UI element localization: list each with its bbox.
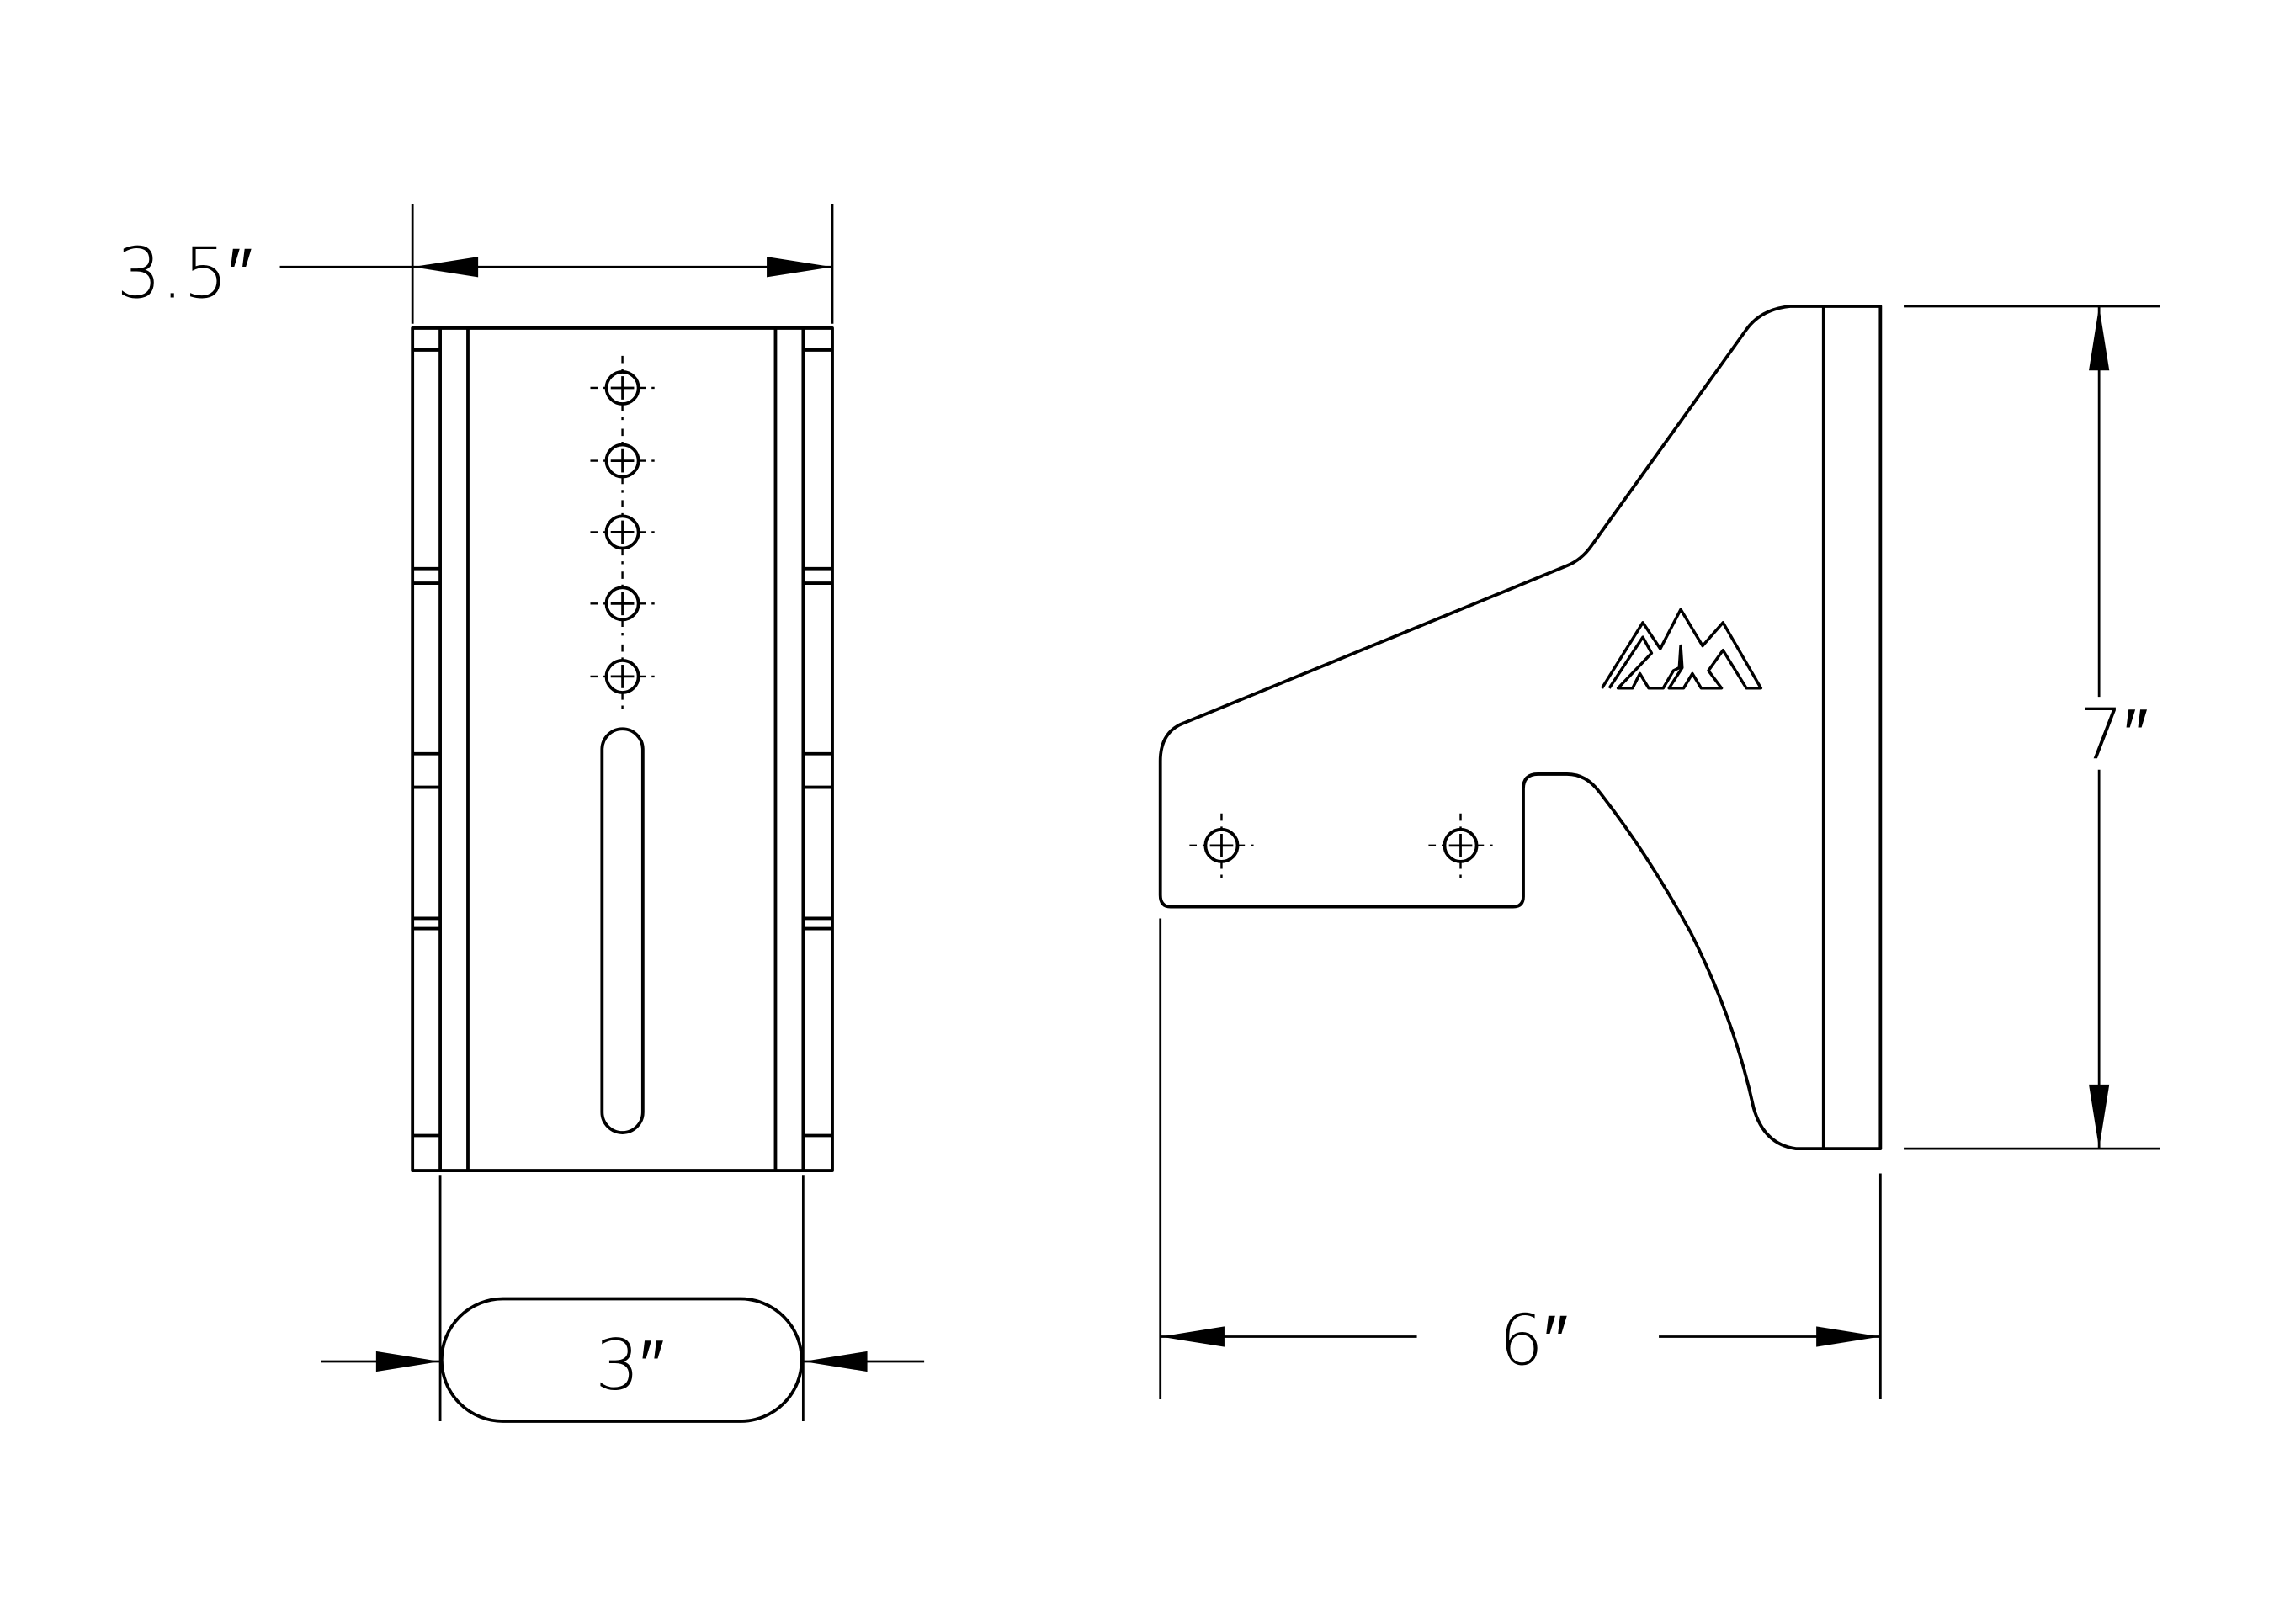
side-holes	[1189, 813, 1493, 878]
hole	[1428, 813, 1493, 878]
side-view	[1158, 305, 1883, 1151]
dimension-front-width: 3.5″	[117, 204, 834, 324]
adjustment-slot	[600, 727, 645, 1134]
hole	[590, 644, 655, 709]
dimension-label: 6″	[1499, 1299, 1568, 1381]
side-outline	[1158, 305, 1883, 1151]
dimension-label: 7″	[2079, 693, 2148, 775]
hole	[590, 355, 655, 421]
dimension-label: 3.5″	[117, 233, 253, 315]
hole	[590, 428, 655, 493]
dimension-slot-width: 3″	[321, 1175, 925, 1423]
hole	[1189, 813, 1254, 878]
dimension-height: 7″	[1904, 305, 2160, 1150]
mountain-logo	[1601, 608, 1763, 690]
front-outline	[411, 326, 834, 1172]
dimension-depth: 6″	[1159, 918, 1882, 1400]
hole	[590, 571, 655, 636]
front-holes	[590, 355, 655, 709]
dimension-label: 3″	[595, 1324, 664, 1406]
front-view	[411, 326, 834, 1172]
hole	[590, 500, 655, 565]
